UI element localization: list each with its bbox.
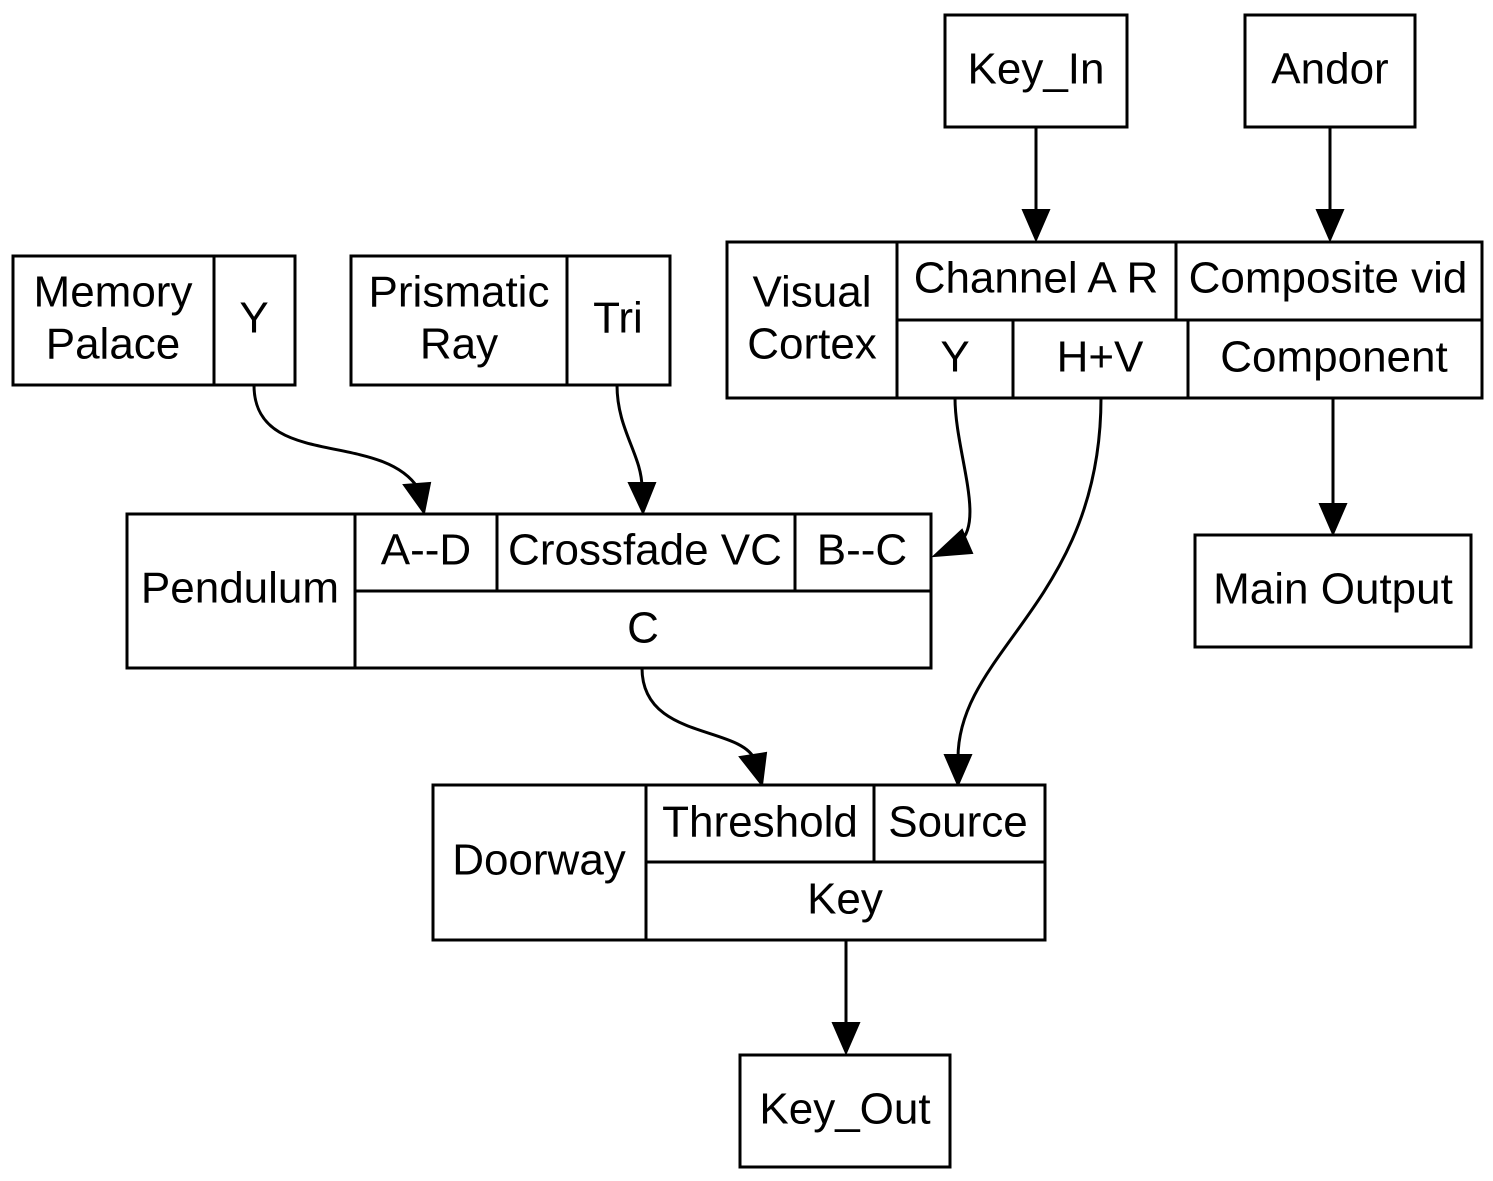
prismatic-ray-label-line1: Prismatic [369,268,550,317]
node-visual-cortex[interactable]: Visual Cortex Channel A R Composite vid … [725,240,1484,400]
doorway-port-threshold[interactable]: Threshold [662,798,858,847]
doorway-label: Doorway [452,836,626,885]
edge-visual-hv-to-doorway-source [956,397,1103,759]
visual-cortex-port-component[interactable]: Component [1220,333,1447,382]
main-output-label: Main Output [1213,565,1453,614]
edge-memory-y-to-pendulum-ad [252,384,420,489]
memory-palace-label-line2: Palace [46,320,181,369]
arrowhead-doorway-threshold [738,751,768,788]
pendulum-port-c[interactable]: C [627,604,659,653]
arrowhead-doorway-source [943,754,973,788]
visual-cortex-port-hv[interactable]: H+V [1057,333,1144,382]
prismatic-ray-port-tri[interactable]: Tri [593,294,643,343]
node-key-in[interactable]: Key_In [943,13,1129,129]
andor-label: Andor [1271,45,1388,94]
doorway-port-key[interactable]: Key [807,875,883,924]
arrowhead-channel-a-r [1021,209,1051,243]
memory-palace-label-line1: Memory [34,268,193,317]
key-in-label: Key_In [968,45,1105,94]
arrowhead-composite-vid [1315,209,1345,243]
visual-cortex-port-y[interactable]: Y [940,333,969,382]
memory-palace-port-y[interactable]: Y [239,294,268,343]
node-prismatic-ray[interactable]: Prismatic Ray Tri [349,254,672,387]
key-out-label: Key_Out [759,1085,930,1134]
edge-prismatic-tri-to-crossfade-vc [615,384,644,489]
edge-pendulum-c-to-doorway-threshold [640,667,757,761]
edges [252,127,1348,1056]
arrowhead-main-output [1318,503,1348,537]
prismatic-ray-label-line2: Ray [420,320,498,369]
arrowhead-pendulum-ad [402,481,432,516]
visual-cortex-label-line2: Cortex [747,320,877,369]
pendulum-label: Pendulum [141,564,339,613]
pendulum-port-crossfade-vc[interactable]: Crossfade VC [508,526,782,575]
pendulum-port-ad[interactable]: A--D [381,526,471,575]
arrowhead-key-out [831,1022,861,1056]
node-andor[interactable]: Andor [1243,13,1417,129]
visual-cortex-label-line1: Visual [752,268,871,317]
node-memory-palace[interactable]: Memory Palace Y [11,254,297,387]
node-doorway[interactable]: Doorway Threshold Source Key [431,783,1047,942]
arrowhead-crossfade-vc [627,482,657,516]
edge-visual-y-to-pendulum-bc [953,397,972,544]
node-main-output[interactable]: Main Output [1193,533,1473,649]
visual-cortex-port-channel-a-r[interactable]: Channel A R [914,254,1159,303]
arrowhead-pendulum-bc [931,528,974,558]
node-pendulum[interactable]: Pendulum A--D Crossfade VC B--C C [125,512,933,670]
doorway-port-source[interactable]: Source [888,798,1027,847]
node-key-out[interactable]: Key_Out [738,1053,952,1169]
pendulum-port-bc[interactable]: B--C [817,526,907,575]
visual-cortex-port-composite-vid[interactable]: Composite vid [1189,254,1468,303]
